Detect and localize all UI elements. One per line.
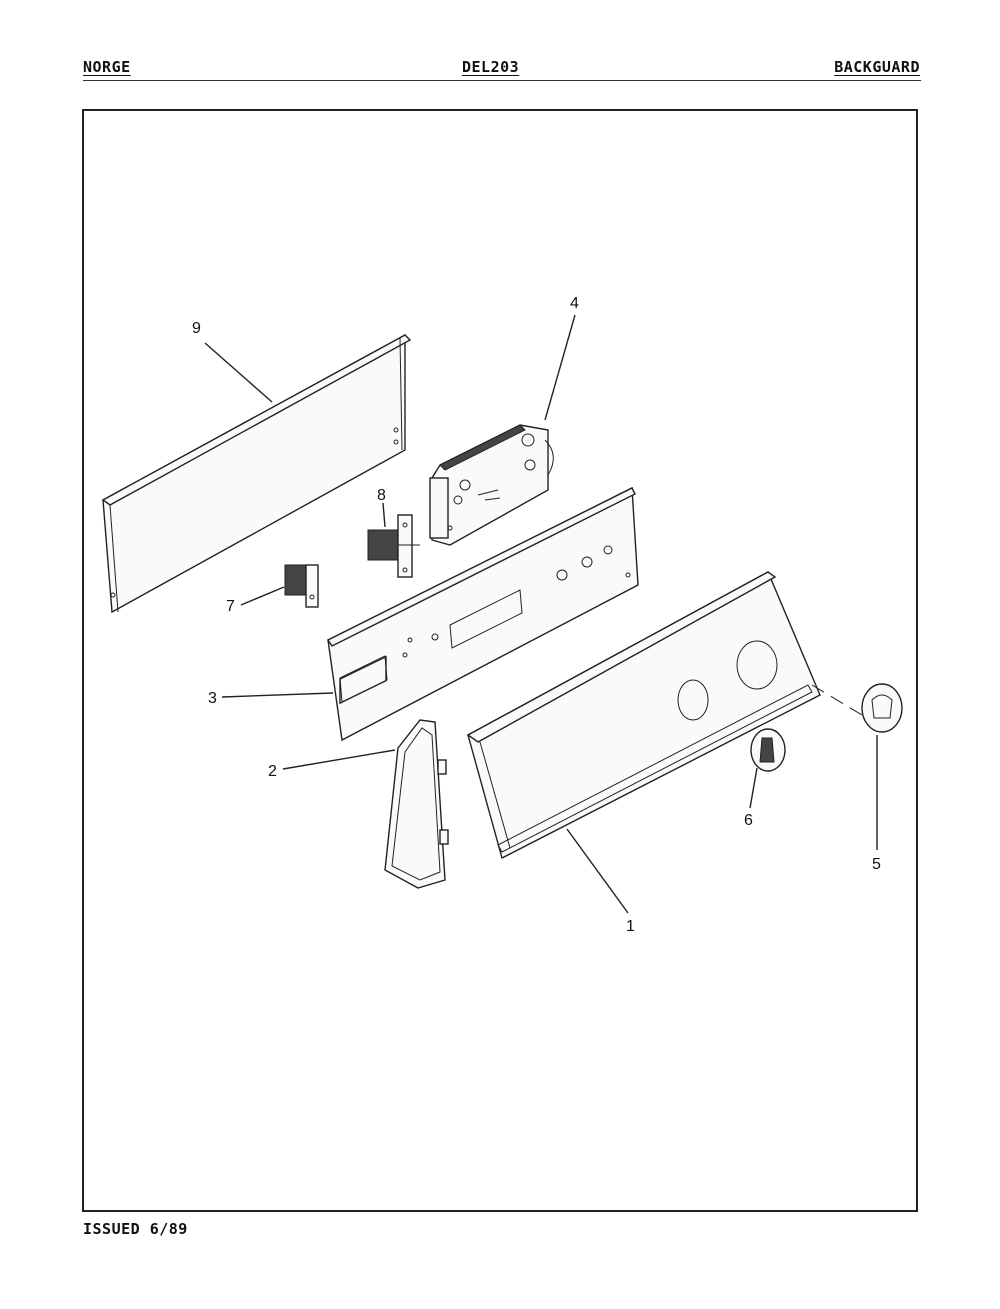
leader-3 (221, 692, 334, 698)
part-3-control-panel (326, 486, 639, 742)
leader-6 (749, 767, 758, 809)
issued-date: ISSUED 6/89 (83, 1220, 188, 1238)
header-rule (83, 80, 921, 81)
leader-8 (382, 502, 386, 528)
part-6-knob (750, 728, 786, 772)
callout-8: 8 (377, 487, 386, 504)
callout-6: 6 (744, 812, 753, 829)
leader-7 (240, 586, 285, 606)
leader-4 (544, 314, 576, 421)
header-model-number: DEL203 (462, 58, 520, 76)
part-1-front-panel (466, 571, 821, 860)
header-section-title: BACKGUARD (834, 58, 920, 76)
leader-9 (204, 342, 273, 403)
part-9-rear-panel (101, 333, 412, 614)
callout-9: 9 (192, 320, 201, 337)
header-brand: NORGE (83, 58, 131, 76)
callout-1: 1 (626, 918, 635, 935)
callout-5: 5 (872, 856, 881, 873)
callout-4: 4 (570, 295, 579, 312)
leader-2 (282, 749, 396, 770)
assembly-line (811, 684, 863, 716)
callout-7: 7 (226, 598, 235, 615)
part-5-knob (861, 683, 903, 733)
part-8-switch (367, 514, 420, 578)
part-4-clock-module (429, 424, 554, 546)
part-2-end-cap (384, 719, 449, 889)
diagram-frame (82, 109, 918, 1212)
callout-3: 3 (208, 690, 217, 707)
callout-2: 2 (268, 763, 277, 780)
leader-1 (566, 828, 629, 914)
part-7-small-switch (284, 564, 319, 608)
